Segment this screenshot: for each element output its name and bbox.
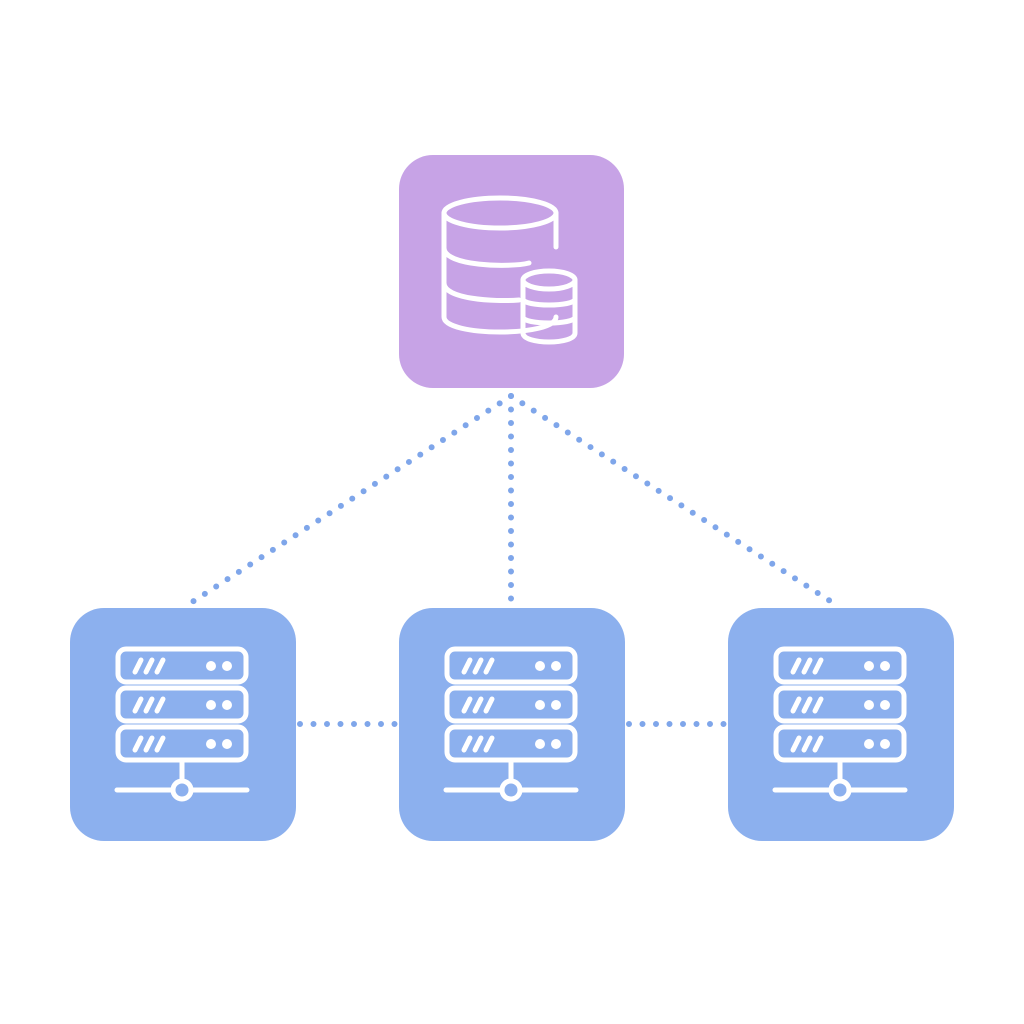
server-rack-icon — [772, 646, 908, 802]
server-rack-icon — [443, 646, 579, 802]
database-node[interactable] — [399, 155, 624, 388]
server-node-center[interactable] — [399, 608, 625, 841]
server-rack-icon — [114, 646, 250, 802]
database-stack-icon — [441, 195, 578, 345]
server-node-right[interactable] — [728, 608, 954, 841]
connector-database-to-server-left — [183, 393, 514, 609]
connector-database-to-server-right — [508, 393, 841, 609]
server-node-left[interactable] — [70, 608, 296, 841]
